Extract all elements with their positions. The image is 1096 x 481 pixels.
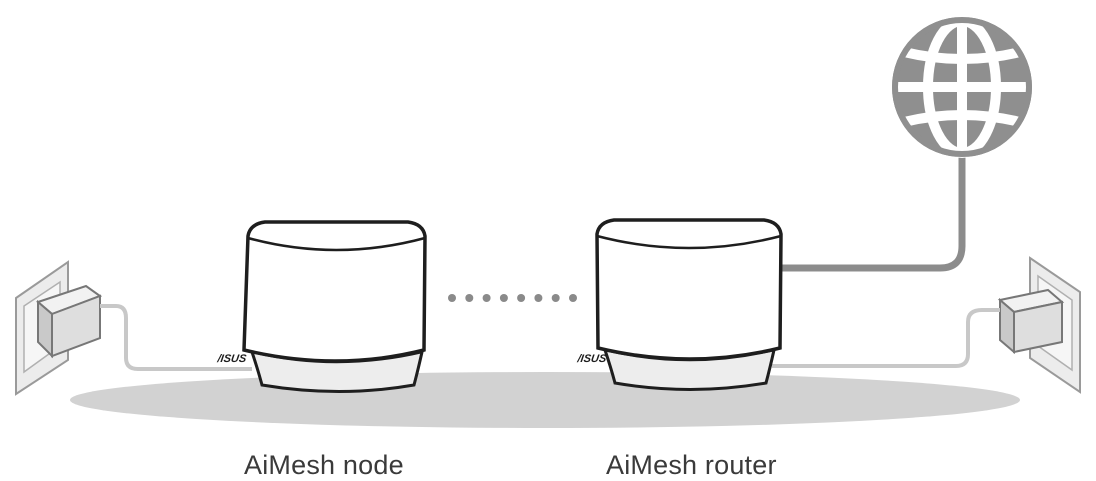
mesh-link-dot — [482, 294, 491, 302]
mesh-link-dot — [517, 294, 526, 302]
mesh-link-dot — [551, 294, 560, 302]
router-brand-logo: /ISUS — [576, 353, 608, 365]
power-adapter-icon — [997, 288, 1065, 355]
globe-icon — [892, 16, 1032, 158]
aimesh-router-device: /ISUS — [576, 218, 783, 391]
mesh-link-dot — [534, 294, 543, 302]
mesh-link-dot — [465, 294, 474, 302]
floor-shadow — [70, 372, 1020, 428]
aimesh-node-label: AiMesh node — [244, 450, 404, 480]
aimesh-node-device: /ISUS — [216, 220, 427, 393]
mesh-link-dot — [448, 294, 456, 302]
mesh-link-dot — [569, 294, 577, 302]
wan-cable — [778, 150, 966, 272]
router-power-cable — [772, 308, 1000, 368]
node-power-cable — [100, 304, 252, 371]
power-adapter-icon — [36, 284, 103, 359]
mesh-link-dot — [499, 294, 508, 302]
mesh-link-dots — [448, 294, 577, 302]
node-brand-logo: /ISUS — [216, 353, 248, 365]
aimesh-router-label: AiMesh router — [606, 450, 777, 480]
